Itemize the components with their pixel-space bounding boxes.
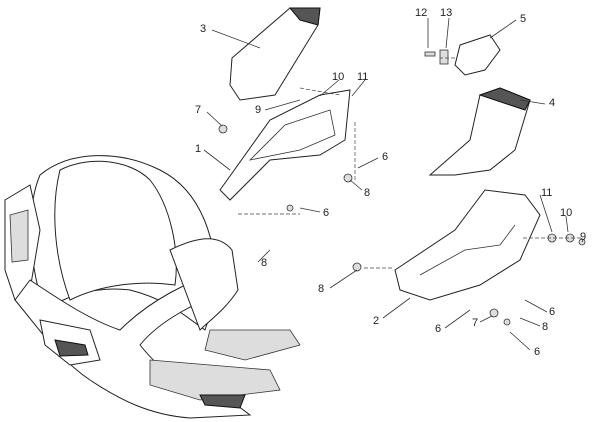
part-4-trim: [478, 87, 531, 111]
callout-9: 9: [580, 231, 586, 243]
callout-11: 11: [357, 71, 368, 83]
part-2-tray: [394, 189, 541, 301]
callout-9: 9: [255, 104, 261, 116]
callout-7: 7: [195, 104, 201, 116]
callout-6: 6: [549, 306, 555, 318]
part-1-detail: [248, 109, 336, 161]
callout-8: 8: [542, 321, 548, 333]
callout-4: 4: [549, 97, 555, 109]
front-fairing: [4, 155, 301, 419]
callout-8: 8: [318, 283, 324, 295]
callout-3: 3: [200, 23, 206, 35]
callout-6: 6: [534, 346, 540, 358]
callout-7: 7: [472, 317, 478, 329]
callout-8: 8: [364, 187, 370, 199]
callout-1: 1: [195, 143, 201, 155]
assembly-lines: [238, 57, 582, 269]
callout-13: 13: [440, 7, 452, 19]
callout-6: 6: [323, 207, 329, 219]
part-1-bracket: [219, 89, 351, 201]
callout-8: 8: [261, 257, 267, 269]
leader-lines: [203, 17, 584, 351]
part-5-cover: [454, 34, 501, 76]
callout-11: 11: [541, 187, 552, 199]
callout-12: 12: [415, 7, 427, 19]
callout-10: 10: [332, 71, 344, 83]
callout-2: 2: [373, 315, 379, 327]
callout-10: 10: [560, 207, 572, 219]
part-3-trim: [288, 7, 321, 26]
callout-6: 6: [435, 323, 441, 335]
part-2-detail: [419, 224, 516, 276]
callout-5: 5: [520, 13, 526, 25]
callout-6: 6: [382, 151, 388, 163]
